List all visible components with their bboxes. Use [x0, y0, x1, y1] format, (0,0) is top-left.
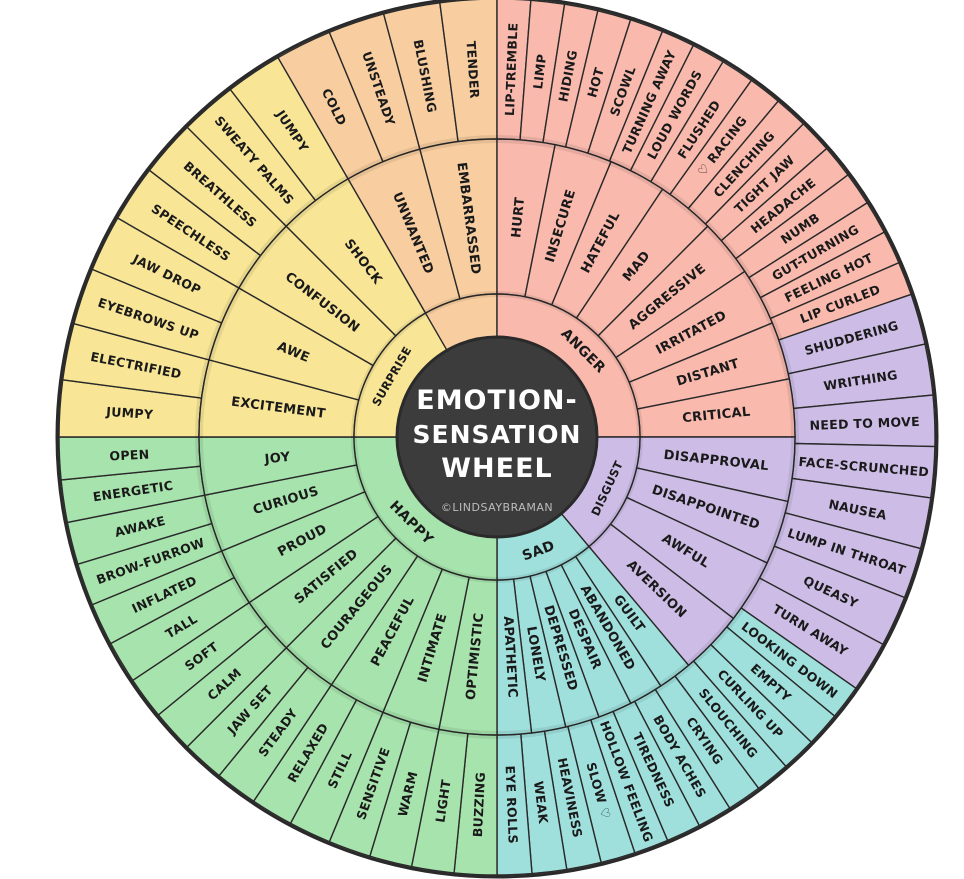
outer-sensation-label: EYE ROLLS: [503, 765, 521, 844]
middle-emotion-label: HURT: [509, 196, 528, 238]
outer-sensation-label: LIP-TREMBLE: [502, 22, 521, 116]
outer-sensation-label: LIMP: [530, 53, 549, 90]
outer-sensation-label: WEAK: [531, 780, 551, 825]
outer-sensation-label: TENDER: [464, 40, 483, 99]
outer-sensation-label: JUMPY: [105, 404, 154, 422]
middle-ring-border: [195, 135, 799, 739]
middle-emotion-label: CRITICAL: [682, 405, 752, 427]
outer-ring-sensations: TREMBLINGNUMB HANDSFIDGETYFOOT-TAPPINGRA…: [55, 0, 939, 879]
middle-emotion-label: APATHETIC: [500, 616, 520, 699]
center-title-line-1: EMOTION-: [416, 385, 577, 416]
middle-ring-emotions: SCAREDANXIOUSINSECUREINFERIORUNWANTEDEMB…: [195, 135, 799, 739]
outer-sensation-label: LIGHT: [432, 778, 453, 823]
wheel-center: EMOTION- SENSATION WHEEL ©LINDSAYBRAMAN: [395, 335, 599, 539]
inner-ring-border: [351, 291, 643, 583]
center-title-line-2: SENSATION: [413, 420, 582, 449]
wheel-outline: [55, 0, 939, 879]
outer-sensation-label: NEED TO MOVE: [809, 414, 920, 433]
author-credit: ©LINDSAYBRAMAN: [441, 501, 553, 514]
outer-sensation-label: OPEN: [109, 447, 150, 464]
center-title-line-3: WHEEL: [441, 453, 552, 484]
outer-sensation-label: BUZZING: [470, 772, 488, 838]
middle-emotion-label: JOY: [263, 450, 291, 468]
center-disc: [395, 335, 599, 539]
